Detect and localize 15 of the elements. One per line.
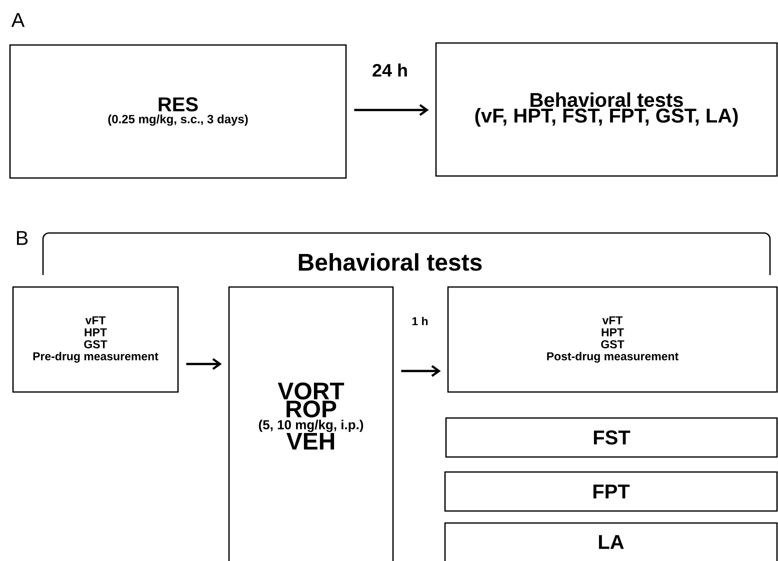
box: vFT HPT GST Post-drug measurement	[447, 286, 778, 393]
box: FPT	[444, 471, 778, 512]
box: vFT HPT GST Pre-drug measurement	[12, 286, 179, 393]
edge-label: 24 h	[371, 62, 410, 78]
box: LA	[444, 522, 778, 561]
edge-label: 1 h	[410, 316, 430, 326]
arrow	[186, 358, 222, 370]
box: FST	[445, 417, 778, 458]
panel-letter: B	[16, 231, 28, 245]
box: Behavioral tests (vF, HPT, FST, FPT, GST, LA)	[435, 42, 778, 177]
box: VORT ROP (5, 10 mg/kg, i.p.) VEH	[228, 286, 394, 561]
arrow	[401, 365, 441, 377]
box: RES (0.25 mg/kg, s.c., 3 days)	[9, 44, 347, 179]
arrow	[354, 104, 429, 116]
bracket-heading: Behavioral tests	[298, 253, 482, 271]
